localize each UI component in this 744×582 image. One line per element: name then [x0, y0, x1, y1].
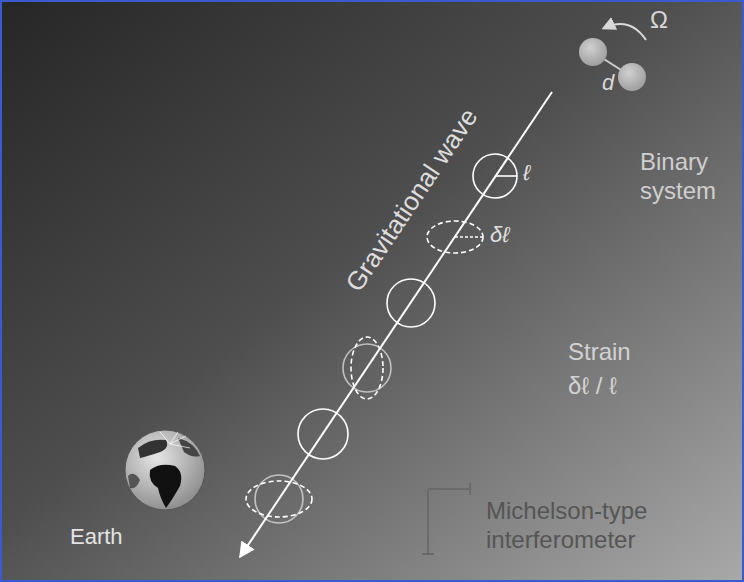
- source-label: Binary system: [640, 148, 716, 206]
- wave-label: Gravitational wave: [339, 103, 484, 298]
- distance-symbol: d: [602, 70, 614, 96]
- wave-arrow: [240, 92, 552, 557]
- interferometer-symbol: [422, 483, 470, 554]
- earth-label: Earth: [70, 524, 123, 550]
- length-symbol: ℓ: [523, 160, 530, 186]
- detector-label: Michelson-type interferometer: [486, 497, 696, 555]
- rotation-symbol: Ω: [650, 6, 668, 35]
- length-change-symbol: δℓ: [490, 222, 509, 248]
- earth-globe: [125, 430, 205, 510]
- strain-formula: δℓ / ℓ: [568, 372, 617, 401]
- strain-rings: [246, 154, 517, 523]
- strain-label: Strain: [568, 338, 631, 367]
